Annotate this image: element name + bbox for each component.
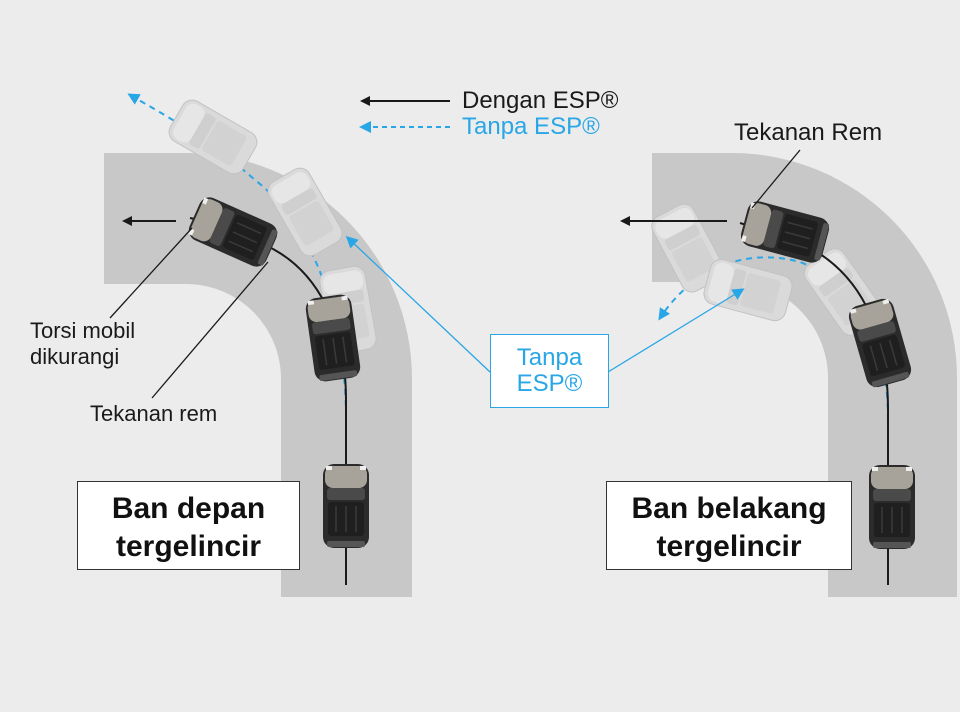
callout-line-right: [607, 288, 745, 373]
torsi-leader-line: [109, 227, 193, 319]
torsi-label-line2: dikurangi: [30, 344, 120, 369]
right-car-bottom: [868, 464, 916, 550]
callout-line1: Tanpa: [516, 344, 583, 371]
left-brake-leader-line: [151, 261, 269, 399]
right-title-line2: tergelincir: [656, 530, 802, 563]
left-brake-label: Tekanan rem: [90, 401, 218, 426]
left-title-line2: tergelincir: [115, 530, 262, 563]
right-title-line1: Ban belakang: [631, 492, 827, 525]
torsi-label-line1: Torsi mobil: [30, 318, 136, 343]
callout-line2: ESP®: [516, 370, 583, 397]
right-brake-label: Tekanan Rem: [734, 119, 883, 146]
callout-without-esp: Tanpa ESP®: [490, 334, 609, 408]
right-brake-leader-line: [751, 149, 801, 209]
left-title-box: Ban depan tergelincir: [77, 481, 300, 570]
callout-line-left: [345, 235, 491, 373]
left-title-line1: Ban depan: [111, 492, 266, 525]
right-title-box: Ban belakang tergelincir: [606, 481, 852, 570]
left-car-bottom: [322, 463, 370, 549]
legend-with-esp-label: Dengan ESP®: [462, 87, 619, 114]
legend-without-esp-label: Tanpa ESP®: [462, 113, 600, 140]
